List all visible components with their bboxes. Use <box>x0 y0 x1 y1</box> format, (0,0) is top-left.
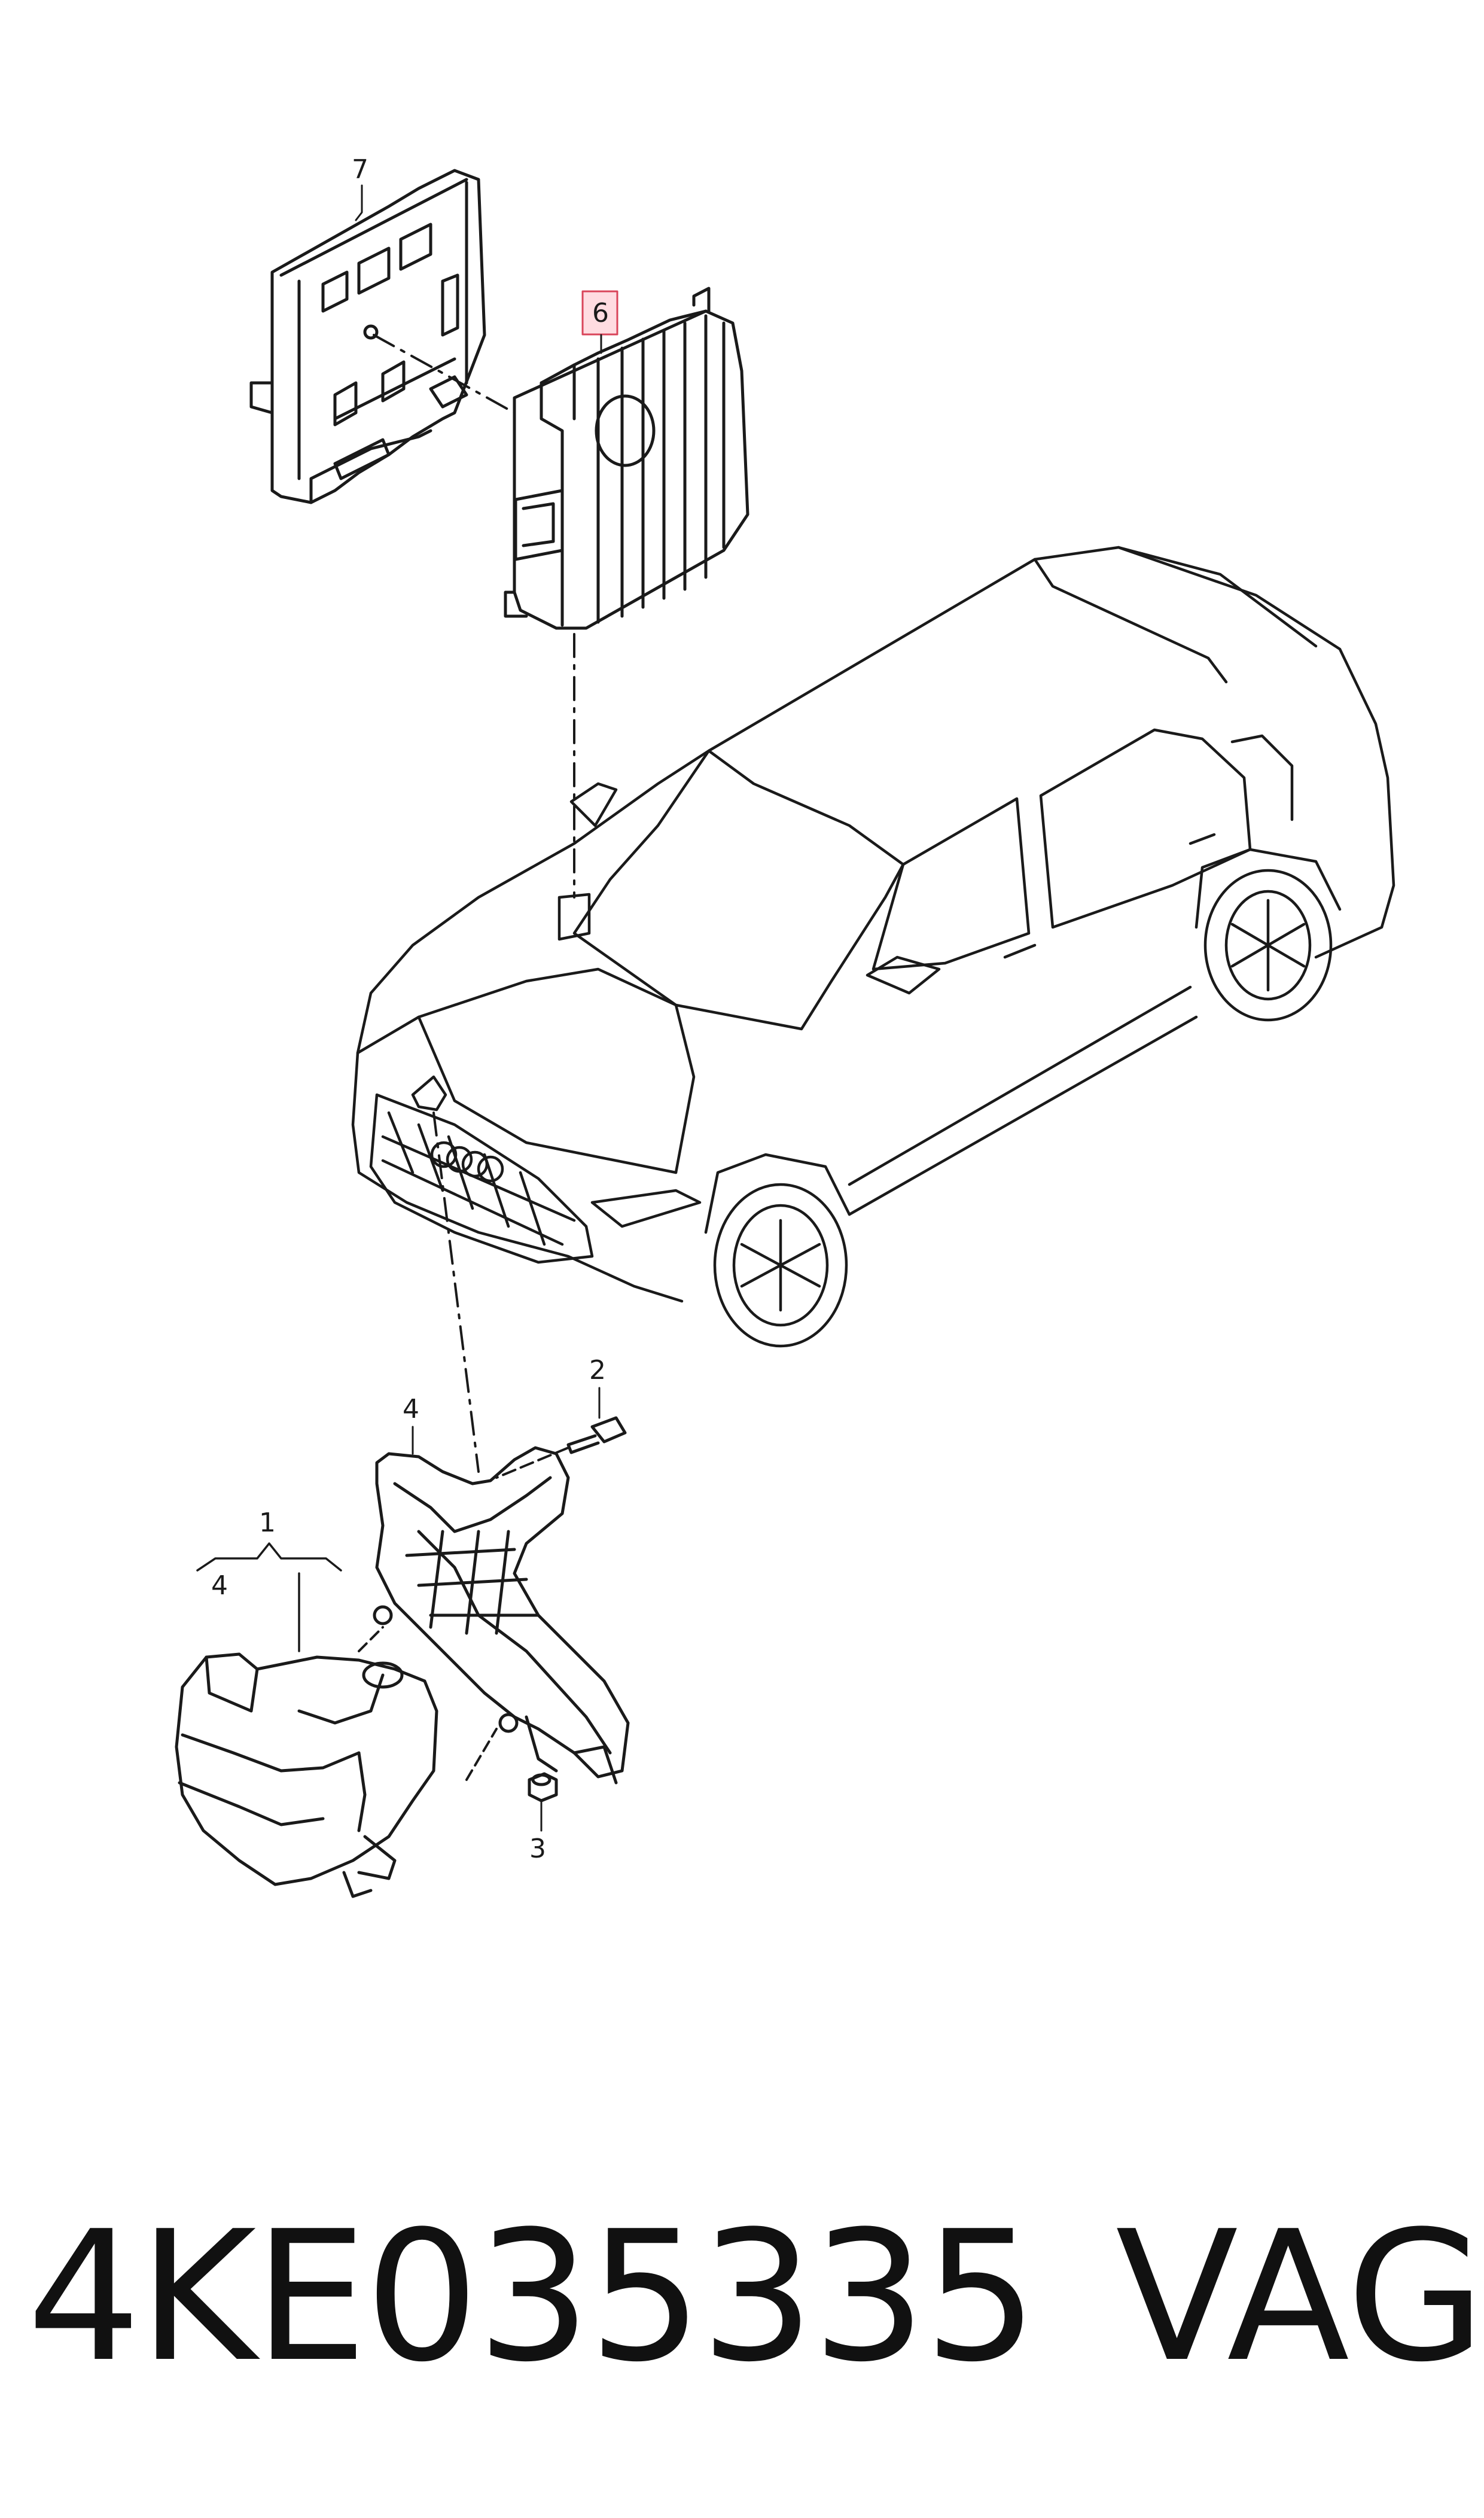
callout-1: 1 <box>259 1508 276 1538</box>
part-number-caption: 4KE035335 <box>27 2193 1038 2401</box>
bolt-part-2 <box>566 1416 627 1454</box>
callout-3: 3 <box>529 1834 546 1864</box>
control-module-part-6 <box>504 287 749 630</box>
callout-7: 7 <box>352 154 368 185</box>
callout-4-left: 4 <box>211 1570 228 1601</box>
mounting-bracket-part-7 <box>249 169 486 504</box>
car-outline <box>351 546 1395 1348</box>
callout-6-highlight <box>581 290 618 336</box>
reservoir-part-1 <box>175 1652 438 1898</box>
callout-4-top: 4 <box>403 1394 419 1424</box>
brand-caption: VAG <box>1116 2193 1484 2401</box>
callout-2: 2 <box>589 1355 606 1386</box>
callout-6: 6 <box>592 298 609 328</box>
exploded-parts-diagram: 7 6 <box>175 154 1395 1898</box>
nut-part-3 <box>528 1772 558 1803</box>
sensor-bracket-part-4 <box>375 1446 630 1785</box>
